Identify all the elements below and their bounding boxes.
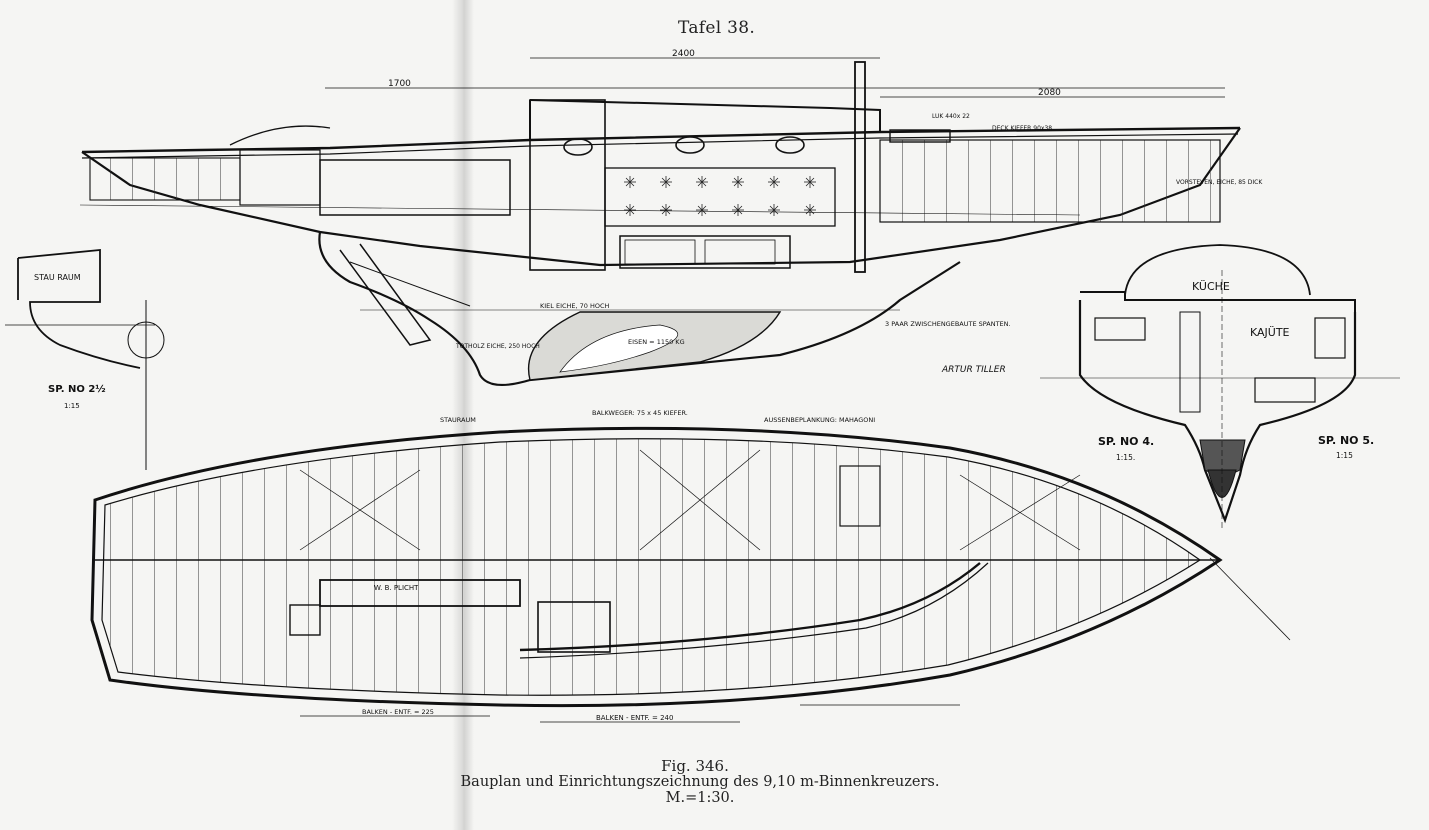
label-balken-240: BALKEN - ENTF. = 240	[596, 714, 673, 722]
label-totholz: TOTHOLZ EICHE, 250 HOCH	[455, 343, 540, 350]
section-sp4-sp5	[1040, 244, 1400, 530]
label-kajute: KAJÜTE	[1250, 326, 1290, 339]
label-luk: LUK 440x 22	[932, 113, 970, 120]
drawing-labels: 2400 1700 2080 LUK 440x 22 DECK KIEFER 9…	[34, 49, 1374, 722]
label-dim-2080: 2080	[1038, 88, 1061, 98]
label-sp4-scale: 1:15.	[1116, 453, 1135, 462]
label-artur-tiller: ARTUR TILLER	[941, 365, 1006, 375]
section-sp2-half	[5, 249, 165, 470]
label-dim-1700: 1700	[388, 79, 411, 89]
label-sp2-scale: 1:15	[64, 402, 80, 410]
label-sp5-scale: 1:15	[1336, 451, 1353, 460]
side-profile	[79, 57, 1241, 387]
label-balkweger: BALKWEGER: 75 x 45 KIEFER.	[592, 409, 688, 417]
label-dim-2400: 2400	[672, 49, 695, 59]
label-aussenhaut: AUSSENBEPLANKUNG: MAHAGONI	[764, 416, 875, 424]
plan-view	[90, 426, 1291, 723]
label-wb-plicht: W. B. PLICHT	[374, 584, 419, 592]
label-sp2: SP. NO 2½	[48, 384, 106, 395]
label-spanten: 3 PAAR ZWISCHENGEBAUTE SPANTEN.	[885, 320, 1011, 328]
plate-title: Tafel 38.	[678, 18, 756, 38]
label-vorsteven: VORSTEVEN, EICHE, 85 DICK	[1176, 179, 1263, 186]
label-sp5: SP. NO 5.	[1318, 434, 1374, 447]
label-balken-225: BALKEN - ENTF. = 225	[362, 708, 434, 716]
label-deck: DECK KIEFER 90x38	[992, 125, 1052, 132]
figure-number: Fig. 346.	[661, 757, 729, 775]
label-sp4: SP. NO 4.	[1098, 435, 1154, 448]
label-kiel: KIEL EICHE, 70 HOCH	[540, 302, 610, 310]
label-kuche: KÜCHE	[1192, 280, 1230, 293]
label-stau-raum: STAU RAUM	[34, 273, 81, 282]
label-eisen: EISEN = 1150 KG	[628, 338, 685, 346]
figure-caption: Bauplan und Einrichtungszeichnung des 9,…	[460, 774, 940, 806]
label-stauraum-top: STAURAUM	[440, 416, 476, 424]
